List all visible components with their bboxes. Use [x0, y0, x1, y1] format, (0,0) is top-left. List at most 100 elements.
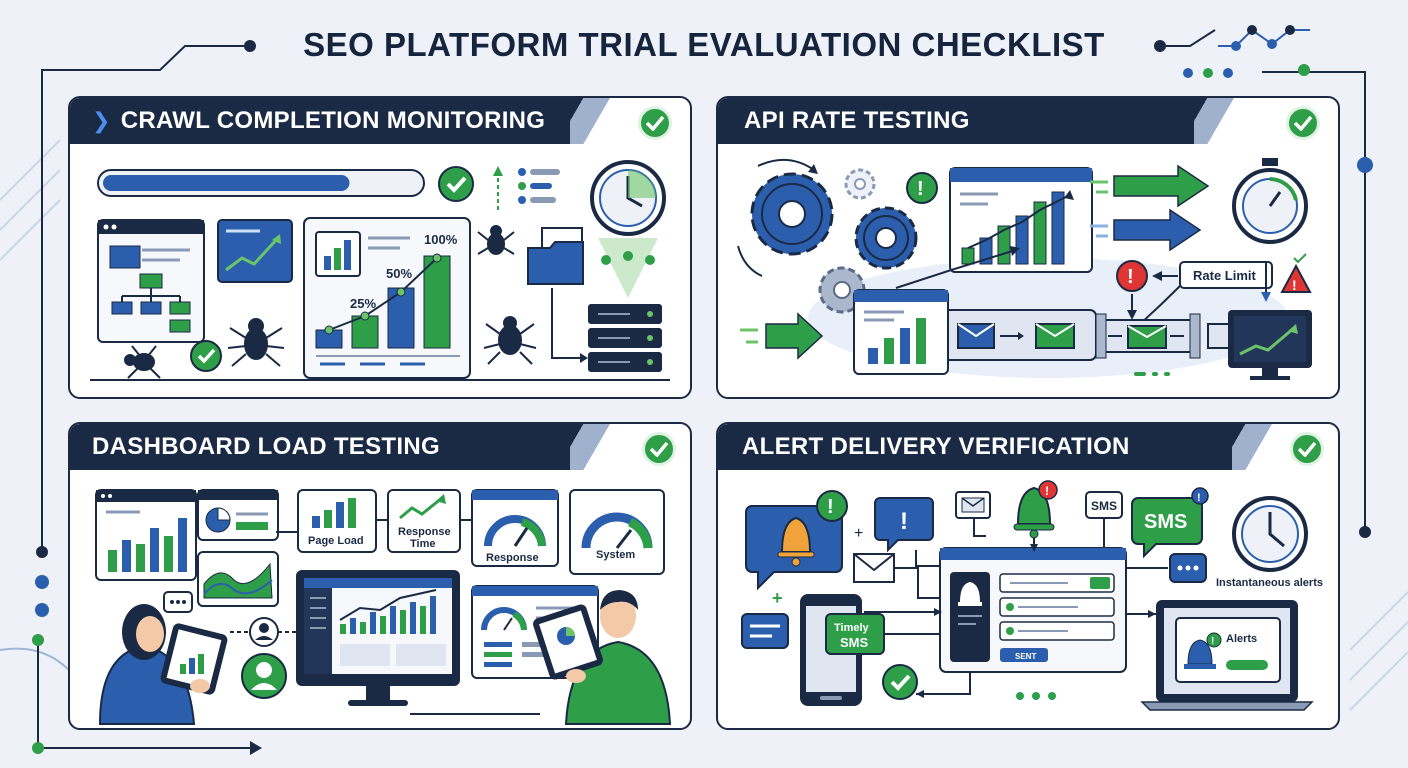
- svg-text:!: !: [1045, 484, 1049, 498]
- delivery-check-icon: [882, 664, 918, 700]
- label-100: 100%: [424, 232, 458, 247]
- response-time-label-2: Time: [410, 538, 435, 550]
- folder-icon: [527, 227, 584, 285]
- crawl-panel-header: ❯ CRAWL COMPLETION MONITORING: [70, 98, 570, 144]
- dashboard-panel-header: DASHBOARD LOAD TESTING: [70, 424, 570, 470]
- crawl-complete-check-icon: [638, 106, 672, 140]
- user-icon: [249, 617, 279, 647]
- dashboard-bar-window: [95, 489, 197, 581]
- gear-icon-small: [844, 168, 876, 200]
- analytics-card: [217, 219, 293, 283]
- progress-check-icon: [438, 166, 474, 202]
- page-load-label: Page Load: [308, 535, 364, 547]
- dashboard-illustration: Page Load Response Time Response System: [95, 489, 672, 725]
- analyst-woman-illustration: [98, 604, 228, 725]
- alerts-window-label: Alerts: [1226, 633, 1257, 645]
- sitemap-check-icon: [190, 340, 222, 372]
- svg-text:!: !: [900, 508, 908, 535]
- response-gauge-tile: Response: [471, 489, 559, 567]
- checklist-icon: [518, 168, 560, 204]
- api-complete-check-icon: [1286, 106, 1320, 140]
- envelope-icon: [853, 553, 895, 583]
- sms-badge-text: SMS: [1091, 499, 1117, 513]
- crawl-panel-title: CRAWL COMPLETION MONITORING: [120, 107, 546, 134]
- svg-text:!: !: [1197, 492, 1201, 504]
- system-gauge-tile: System: [569, 489, 665, 575]
- response-time-label-1: Response: [398, 526, 451, 538]
- svg-text:!: !: [827, 496, 834, 518]
- response-time-tile: Response Time: [387, 489, 461, 553]
- page-title: SEO PLATFORM TRIAL EVALUATION CHECKLIST: [303, 26, 1105, 63]
- api-panel-header: API RATE TESTING: [718, 98, 1194, 144]
- api-illustration: !: [737, 158, 1312, 380]
- chevron-right-icon: ❯: [92, 108, 111, 133]
- clock-icon: [1232, 496, 1308, 572]
- bell-notification-bubble: [745, 505, 843, 591]
- gear-icon-large: [750, 172, 834, 256]
- timely-sms-bubble: Timely SMS: [825, 613, 885, 655]
- sms-bubble: SMS !: [1131, 487, 1209, 559]
- alert-badge-icon: !: [816, 490, 848, 522]
- dashboard-monitor: [296, 570, 460, 706]
- typing-bubble-icon: [1169, 553, 1207, 583]
- api-rate-panel: !: [716, 96, 1340, 399]
- svg-text:!: !: [917, 178, 924, 200]
- gear-icon-medium: [854, 206, 918, 270]
- rate-limit-text: Rate Limit: [1193, 268, 1257, 283]
- data-pipeline: [935, 309, 1235, 361]
- server-icon: [588, 304, 662, 372]
- dashboard-complete-check-icon: [642, 432, 676, 466]
- api-analytics-window: [949, 167, 1093, 273]
- response-gauge-label: Response: [486, 552, 539, 564]
- alert-delivery-panel: ! + ! ! SMS SMS: [716, 422, 1340, 730]
- svg-text:!: !: [1211, 636, 1214, 647]
- crawl-illustration: 25% 50% 100%: [90, 160, 670, 381]
- warning-icon-red: !: [1116, 260, 1148, 292]
- crawl-progress-bar: [97, 169, 425, 197]
- email-icon: [955, 491, 991, 519]
- svg-text:+: +: [772, 588, 783, 608]
- pie-chart-window: [197, 489, 279, 541]
- sms-badge-icon: SMS: [1085, 491, 1123, 519]
- sitemap-window: [97, 219, 205, 343]
- area-chart-window: [197, 551, 279, 607]
- svg-text:!: !: [1292, 277, 1297, 293]
- api-chart-window: [853, 289, 949, 375]
- spider-icon-small: [124, 345, 161, 379]
- alert-center-window: SENT: [939, 547, 1127, 673]
- dashboard-load-panel: Page Load Response Time Response System: [68, 422, 692, 730]
- rate-limit-label: Rate Limit: [1179, 261, 1273, 289]
- timely-sms-line-2: SMS: [840, 635, 869, 650]
- sent-button-label: SENT: [1015, 652, 1036, 661]
- crawl-completion-panel: 25% 50% 100%: [68, 96, 692, 399]
- throughput-arrows: [1090, 164, 1210, 252]
- user-avatar-icon: [241, 653, 287, 699]
- alerts-illustration: ! + ! ! SMS SMS: [741, 480, 1323, 711]
- message-bubble-icon: [741, 613, 789, 649]
- crawl-progress-chart: 25% 50% 100%: [303, 217, 471, 379]
- warning-icon-green: !: [906, 172, 938, 204]
- clock-icon: [590, 160, 666, 236]
- page-load-tile: Page Load: [297, 489, 377, 553]
- instantaneous-alerts-label: Instantaneous alerts: [1216, 577, 1323, 589]
- warning-triangle-icon: !: [1280, 263, 1312, 293]
- label-25: 25%: [350, 296, 376, 311]
- bell-alert-icon: !: [1013, 480, 1058, 539]
- chat-bubble-icon: [163, 591, 193, 613]
- spider-icon: [227, 318, 285, 367]
- dashboard-panel-title: DASHBOARD LOAD TESTING: [92, 433, 440, 460]
- alert-speech-icon: !: [874, 497, 934, 553]
- sms-bubble-text: SMS: [1144, 511, 1187, 533]
- laptop-icon: ! Alerts: [1140, 600, 1314, 711]
- svg-text:+: +: [854, 525, 863, 542]
- alerts-panel-title: ALERT DELIVERY VERIFICATION: [742, 433, 1130, 460]
- analyst-man-illustration: [533, 590, 672, 725]
- alerts-complete-check-icon: [1290, 432, 1324, 466]
- system-gauge-label: System: [596, 549, 635, 561]
- api-panel-title: API RATE TESTING: [744, 107, 970, 134]
- alerts-panel-header: ALERT DELIVERY VERIFICATION: [718, 424, 1232, 470]
- monitor-icon: [1228, 310, 1312, 380]
- timely-sms-line-1: Timely: [834, 622, 870, 634]
- spider-icon-bottom: [483, 316, 537, 365]
